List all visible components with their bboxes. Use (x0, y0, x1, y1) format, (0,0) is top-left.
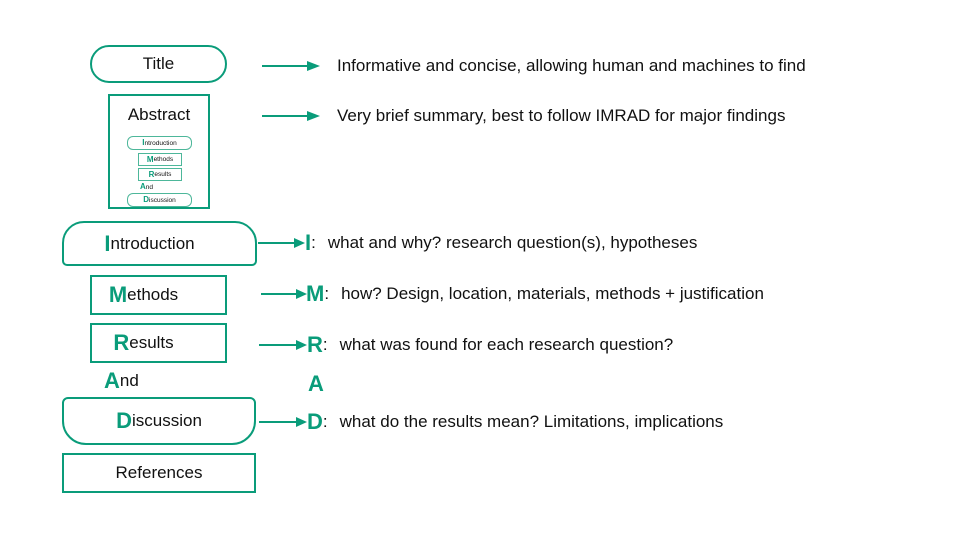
discussion-description: D: what do the results mean? Limitations… (307, 408, 723, 436)
mini-label: ntroduction (144, 139, 177, 147)
key-letter-r: R (307, 332, 323, 357)
key-letter-a: A (308, 371, 324, 396)
methods-lead-letter: M (108, 282, 128, 307)
mini-label: ethods (153, 156, 174, 163)
arrow-right-icon (261, 289, 307, 299)
and-label: nd (119, 371, 139, 390)
arrow-right-icon (259, 417, 307, 427)
key-letter-i: I (305, 230, 312, 255)
key-letter-m: M (306, 281, 325, 306)
introduction-lead-letter: I (104, 230, 111, 256)
title-shape: Title (90, 45, 227, 83)
abstract-description: Very brief summary, best to follow IMRAD… (337, 102, 785, 130)
and-lead-letter: A (104, 368, 120, 393)
colon: : (322, 335, 328, 354)
description-text: what and why? research question(s), hypo… (327, 233, 698, 252)
mini-lead-letter: D (143, 195, 150, 204)
introduction-description: I: what and why? research question(s), h… (305, 229, 697, 257)
colon: : (311, 233, 316, 252)
methods-label: ethods (127, 285, 179, 304)
abstract-label: Abstract (127, 105, 191, 124)
and-key: A (308, 370, 324, 398)
mini-label: esults (154, 171, 172, 178)
title-description: Informative and concise, allowing human … (337, 52, 806, 80)
mini-lead-letter: R (148, 169, 155, 179)
description-text: how? Design, location, materials, method… (341, 284, 764, 303)
description-text: Very brief summary, best to follow IMRAD… (337, 106, 786, 125)
mini-lead-letter: A (140, 182, 146, 191)
results-label: esults (129, 333, 174, 352)
arrow-right-icon (259, 340, 307, 350)
mini-label: nd (145, 183, 154, 191)
discussion-lead-letter: D (116, 408, 132, 433)
key-letter-d: D (307, 409, 323, 434)
description-text: what was found for each research questio… (339, 335, 674, 354)
mini-lead-letter: M (146, 154, 154, 164)
methods-description: M: how? Design, location, materials, met… (306, 280, 764, 308)
colon: : (324, 284, 330, 303)
results-description: R: what was found for each research ques… (307, 331, 673, 359)
references-shape: References (62, 453, 256, 493)
colon: : (322, 412, 328, 431)
discussion-label: iscussion (131, 411, 202, 430)
title-label: Title (142, 54, 175, 73)
arrow-right-icon (262, 61, 320, 71)
introduction-label: ntroduction (110, 233, 195, 253)
arrow-right-icon (262, 111, 320, 121)
abstract-shape: Abstract (108, 94, 210, 209)
description-text: what do the results mean? Limitations, i… (339, 412, 724, 431)
results-lead-letter: R (113, 330, 130, 355)
mini-label: iscussion (149, 196, 176, 204)
mini-lead-letter: I (142, 138, 145, 147)
description-text: Informative and concise, allowing human … (337, 56, 806, 75)
references-label: References (115, 463, 203, 482)
arrow-right-icon (258, 238, 305, 248)
